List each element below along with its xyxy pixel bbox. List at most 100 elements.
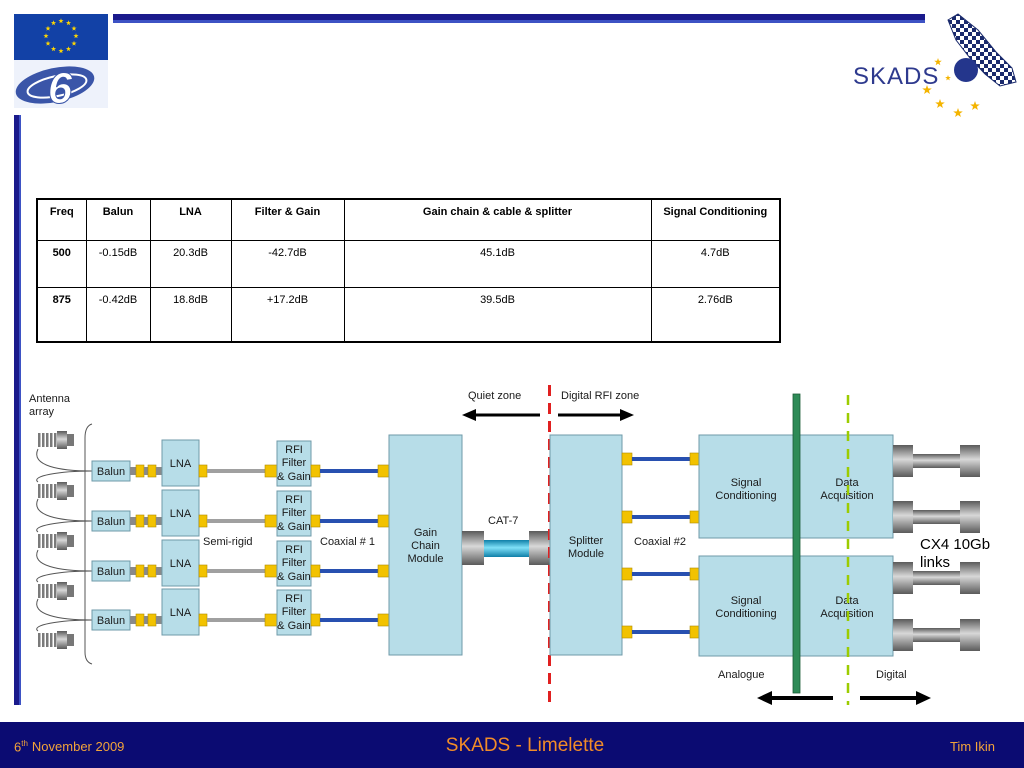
table-row: 500 -0.15dB 20.3dB -42.7dB 45.1dB 4.7dB	[36, 240, 781, 288]
rfi-filter-label: RFI	[285, 544, 303, 556]
connector	[377, 613, 390, 627]
gain-chain-module-box	[388, 434, 463, 656]
connector	[156, 467, 162, 475]
connector	[156, 616, 162, 624]
table-row: 875 -0.42dB 18.8dB +17.2dB 39.5dB 2.76dB	[36, 287, 781, 343]
analogue-digital-divider	[792, 393, 801, 694]
connector	[144, 467, 148, 475]
connector	[621, 510, 633, 524]
footer-author: Tim Ikin	[949, 739, 995, 754]
antenna-icon	[38, 482, 74, 500]
table-cell: 39.5dB	[343, 287, 652, 343]
connector	[310, 613, 321, 627]
connector	[147, 464, 157, 478]
globe-icon	[954, 58, 978, 82]
connector	[144, 517, 148, 525]
cat7-label: CAT-7	[488, 515, 518, 527]
connector	[198, 514, 208, 528]
connector	[621, 452, 633, 466]
right-arrow-icon	[558, 409, 634, 421]
connector	[689, 510, 700, 524]
connector	[135, 464, 145, 478]
signal-conditioning-label: Conditioning	[715, 608, 776, 620]
block-diagram: Antenna array	[29, 385, 990, 705]
lna-box	[161, 539, 200, 587]
checkered-flag-icon	[947, 13, 1017, 87]
table-cell: +17.2dB	[230, 287, 345, 343]
cat7-connector	[529, 531, 550, 565]
coaxial-2-label: Coaxial #2	[634, 536, 686, 548]
rfi-filter-label: RFI	[285, 593, 303, 605]
cx4-connector-icon	[893, 619, 980, 651]
connector	[621, 625, 633, 639]
date-rest: November 2009	[31, 739, 125, 755]
semi-rigid-label: Semi-rigid	[203, 536, 253, 548]
fp6-number: 6	[48, 64, 73, 113]
connector	[377, 564, 390, 578]
skads-logo: SKADS	[853, 13, 1017, 118]
rfi-filter-box	[276, 589, 312, 636]
signal-conditioning-label: Signal	[731, 477, 762, 489]
connector	[198, 613, 208, 627]
lna-box	[161, 439, 200, 487]
cx4-links-label: links	[920, 554, 950, 571]
column-header: Filter & Gain	[230, 198, 345, 241]
connector	[689, 625, 700, 639]
table-cell: -42.7dB	[230, 240, 345, 288]
cx4-connector-icon	[893, 562, 980, 594]
lna-label: LNA	[170, 607, 192, 619]
rfi-filter-label: RFI	[285, 444, 303, 456]
lna-label: LNA	[170, 508, 192, 520]
table-cell: 2.76dB	[650, 287, 781, 343]
cx4-connectors	[893, 445, 980, 651]
rfi-filter-label: & Gain	[277, 471, 311, 483]
connector	[135, 514, 145, 528]
splitter-outputs	[621, 452, 700, 639]
splitter-module-label: Splitter	[569, 535, 604, 547]
fp6-swoosh-icon	[15, 66, 95, 104]
digital-rfi-zone-label: Digital RFI zone	[561, 390, 639, 402]
column-header: LNA	[149, 198, 232, 241]
rfi-filter-label: RFI	[285, 494, 303, 506]
footer-title: SKADS - Limelette	[445, 735, 605, 756]
cx4-connector-icon	[893, 445, 980, 477]
connector	[144, 567, 148, 575]
antenna-icon	[38, 582, 74, 600]
rfi-filter-box	[276, 540, 312, 587]
connector	[377, 464, 390, 478]
cat7-connector	[462, 531, 484, 565]
top-rule	[113, 14, 925, 23]
connector	[198, 564, 208, 578]
rfi-filter-label: & Gain	[277, 571, 311, 583]
rfi-filter-label: & Gain	[277, 620, 311, 632]
cx4-connector-icon	[893, 501, 980, 533]
left-rule	[14, 115, 21, 705]
coaxial-1-label: Coaxial # 1	[320, 536, 375, 548]
connector	[621, 567, 633, 581]
connector	[147, 514, 157, 528]
connector	[689, 567, 700, 581]
antenna-icon	[38, 431, 74, 449]
antenna-icon	[38, 631, 74, 649]
column-header: Freq	[36, 198, 87, 241]
rfi-filter-label: Filter	[282, 557, 307, 569]
skads-logo-text: SKADS	[853, 63, 939, 90]
gain-chain-module-label: Gain	[414, 527, 437, 539]
gain-chain-module-label: Module	[407, 553, 443, 565]
connector	[147, 564, 157, 578]
splitter-module-label: Module	[568, 548, 604, 560]
analogue-label: Analogue	[718, 669, 765, 681]
cat7-cable	[484, 540, 529, 557]
balun-label: Balun	[97, 615, 125, 627]
receiver-channel-4: Balun LNA RFI Filter & Gain	[91, 588, 390, 636]
connector	[156, 567, 162, 575]
signal-conditioning-label: Signal	[731, 595, 762, 607]
connector	[130, 567, 136, 575]
table-header-row: Freq Balun LNA Filter & Gain Gain chain …	[36, 198, 781, 241]
quiet-zone-label: Quiet zone	[468, 390, 521, 402]
connector	[156, 517, 162, 525]
connector	[147, 613, 157, 627]
signal-conditioning-label: Conditioning	[715, 490, 776, 502]
table-cell: 20.3dB	[149, 240, 232, 288]
